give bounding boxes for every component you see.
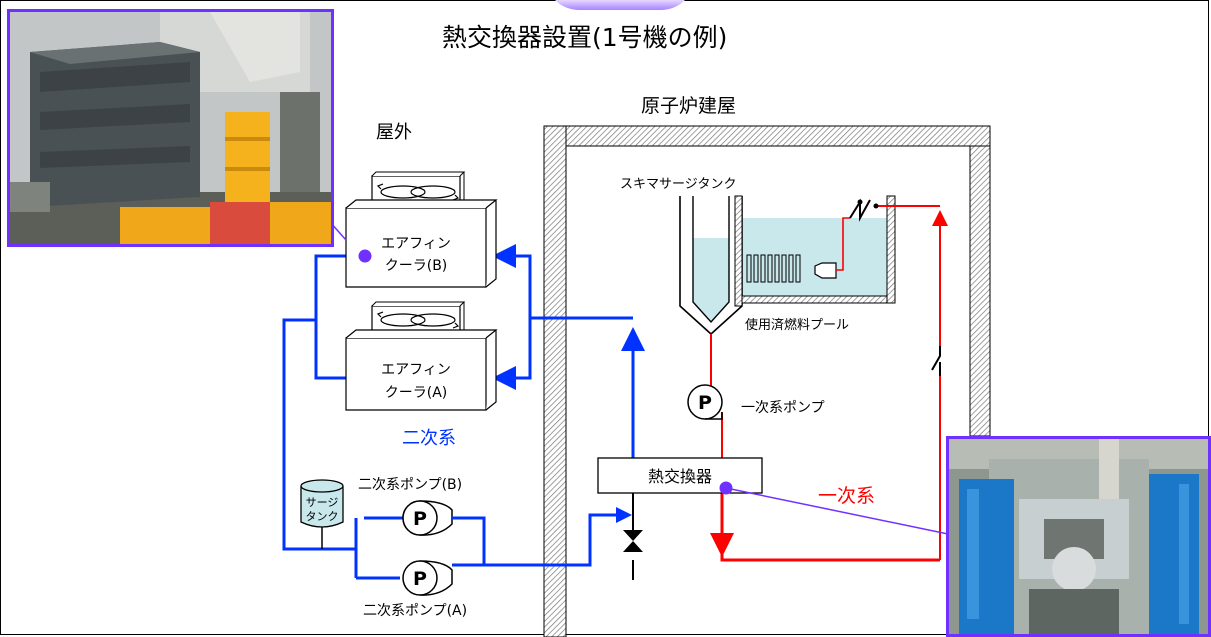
reactor-building-label: 原子炉建屋 [641, 95, 736, 117]
decorative-pill [555, 0, 685, 10]
callout-line-heat-exchanger [725, 487, 949, 535]
surge-tank-label-2: タンク [306, 510, 339, 523]
photo-air-fin-cooler [7, 9, 334, 247]
heat-exchanger-box [597, 457, 763, 494]
secondary-pump-a-label: 二次系ポンプ(A) [363, 603, 467, 619]
cooler-a-label-2: クーラ(A) [385, 385, 448, 401]
cooler-a-label-1: エアフィン [381, 362, 451, 378]
primary-pump-label: 一次系ポンプ [741, 400, 825, 416]
spent-fuel-pool-label: 使用済燃料プール [745, 317, 849, 333]
secondary-pump-a-icon [356, 560, 484, 596]
heat-exchanger-label: 熱交換器 [648, 467, 712, 486]
drain-valve-icon [623, 530, 643, 552]
secondary-loop-piping [282, 244, 645, 580]
fan-icon [376, 183, 460, 201]
secondary-system-label: 二次系 [402, 428, 456, 449]
fuel-rack-icon [746, 254, 801, 283]
photo-heat-exchanger [946, 436, 1211, 637]
surge-tank-label-1: サージ [306, 496, 339, 509]
cooler-b-label-1: エアフィン [381, 236, 451, 252]
skimmer-tank-label: スキマサージタンク [620, 177, 736, 192]
air-fin-cooler-a [345, 301, 498, 411]
primary-pump-icon [687, 384, 723, 420]
page-title: 熱交換器設置(1号機の例) [442, 23, 727, 52]
secondary-pump-a-symbol: P [413, 568, 427, 590]
fan-icon [376, 311, 460, 329]
primary-system-label: 一次系 [818, 485, 875, 507]
spent-fuel-pool [679, 195, 896, 336]
secondary-pump-b-label: 二次系ポンプ(B) [358, 477, 462, 493]
reactor-building-walls [543, 125, 991, 637]
secondary-pump-b-symbol: P [413, 508, 427, 530]
primary-pump-symbol: P [698, 392, 712, 414]
primary-loop-piping [710, 205, 948, 562]
surge-tank-icon [300, 479, 344, 528]
cooler-b-label-2: クーラ(B) [385, 258, 448, 274]
pool-nozzle-icon [814, 262, 837, 279]
primary-valves [849, 198, 941, 376]
callout-marker-cooler [358, 249, 372, 263]
secondary-pump-b-icon [364, 500, 486, 565]
air-fin-cooler-b [345, 171, 498, 288]
callout-marker-heat-exchanger [719, 481, 733, 495]
outdoor-label: 屋外 [376, 122, 412, 143]
